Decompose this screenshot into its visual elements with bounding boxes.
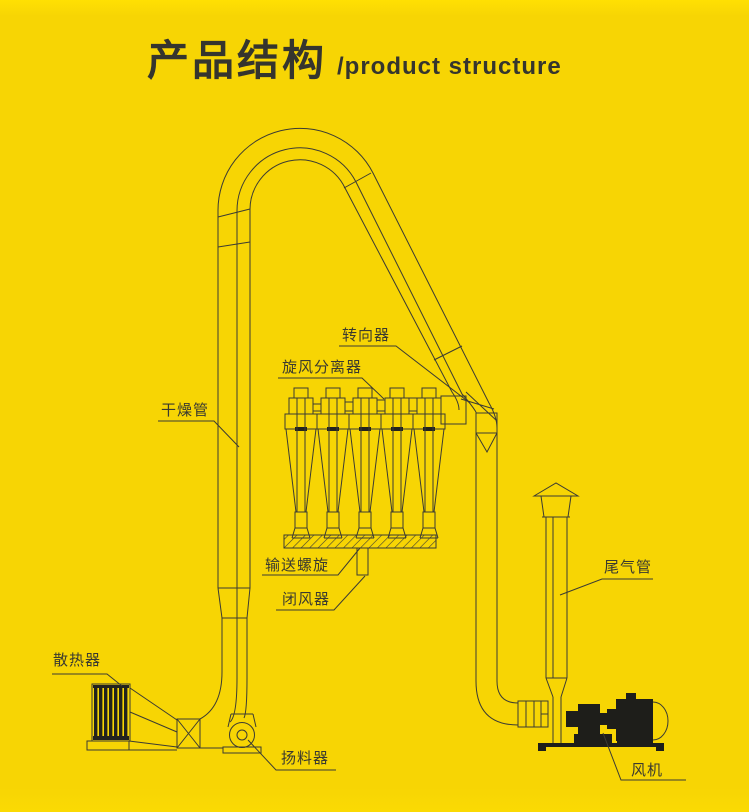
- page-title: 产品结构 /product structure: [147, 40, 562, 82]
- diverter-elbow: [440, 391, 498, 425]
- label-fan: 风机: [631, 762, 664, 779]
- screw-conveyor-trough: [283, 534, 437, 549]
- exhaust-stack: [532, 482, 580, 743]
- label-material-thrower: 扬料器: [281, 750, 330, 767]
- air-lock: [356, 547, 369, 576]
- material-thrower: [222, 713, 262, 754]
- radiator: [86, 683, 223, 751]
- label-cyclone-separator: 旋风分离器: [282, 359, 363, 376]
- leader-lines: [52, 345, 686, 781]
- duct-to-fan: [475, 412, 549, 728]
- label-screw-conveyor: 输送螺旋: [265, 557, 330, 574]
- page-title-en: /product structure: [337, 53, 562, 80]
- air-inlet-box: [176, 718, 201, 749]
- label-diverter: 转向器: [342, 327, 391, 344]
- label-exhaust-pipe: 尾气管: [604, 559, 653, 576]
- label-radiator: 散热器: [53, 652, 102, 669]
- fan-unit: [538, 693, 669, 751]
- page-title-cn: 产品结构: [147, 37, 328, 84]
- cyclone-separator-group: [284, 387, 446, 539]
- label-air-lock: 闭风器: [282, 591, 331, 608]
- label-drying-pipe: 干燥管: [161, 402, 210, 419]
